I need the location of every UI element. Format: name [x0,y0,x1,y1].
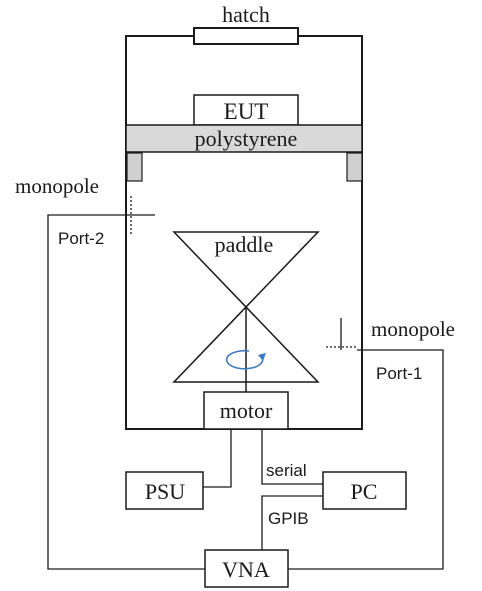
pc-label: PC [351,479,378,504]
vna-label: VNA [222,557,270,582]
monopole-right-label: monopole [371,317,455,341]
port2-label: Port-2 [58,229,104,248]
motor-pc-serial-cable [261,429,323,485]
pc-vna-gpib-cable [261,495,323,550]
gpib-label: GPIB [268,509,309,528]
support-post-left [126,152,143,182]
motor-box [203,391,289,430]
paddle-label: paddle [215,232,274,257]
eut-label: EUT [224,99,269,124]
monopole-left-label: monopole [15,174,99,198]
rotation-arrow-icon [225,349,264,370]
port1-label: Port-1 [376,364,422,383]
hatch-box [193,27,299,45]
port2-cable [47,214,205,570]
paddle-shape [172,231,320,383]
pc-box [322,471,407,510]
support-post-right [346,152,363,182]
motor-psu-cable [203,429,232,488]
polystyrene-label: polystyrene [195,126,298,151]
serial-label: serial [266,461,307,480]
rotation-arrowhead-icon [258,353,266,361]
polystyrene-layer [125,124,363,153]
psu-label: PSU [145,479,185,504]
hatch-label: hatch [222,2,270,27]
port1-cable [288,349,444,570]
psu-box [125,471,204,510]
motor-label: motor [220,398,273,423]
vna-box [204,549,289,588]
